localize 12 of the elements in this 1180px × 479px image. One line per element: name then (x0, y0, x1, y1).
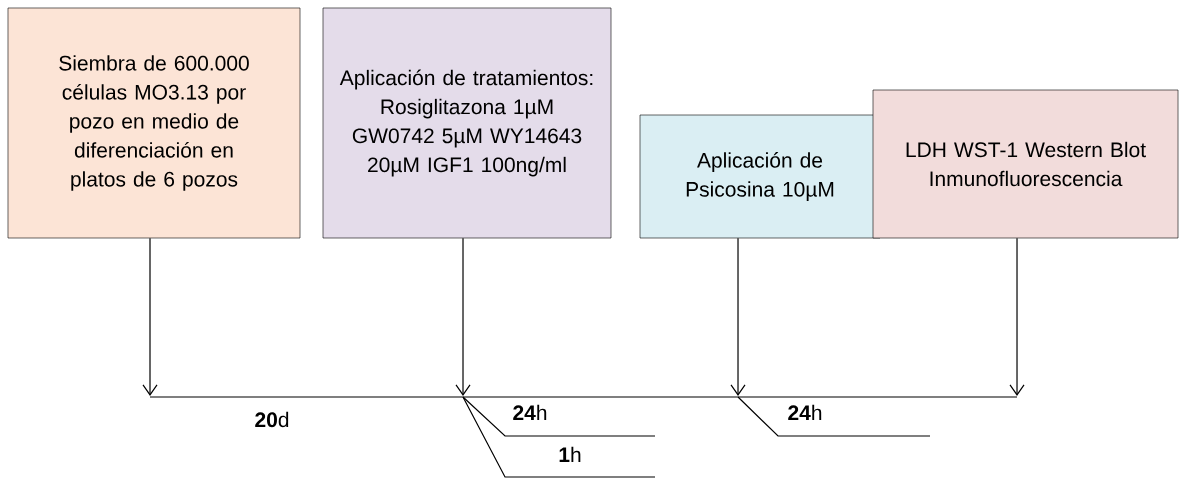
duration-label: 24h (788, 404, 822, 420)
duration-label: 20d (255, 411, 289, 428)
duration-label: 24h (513, 404, 547, 420)
process-box: LDH WST-1 Western Blot Inmunofluorescencia (872, 89, 1179, 239)
duration-label: 1h (559, 446, 581, 462)
arrow (730, 237, 746, 396)
arrow (455, 237, 471, 396)
process-box: Siembra de 600.000 células MO3.13 por pozo en medio de diferenciación en platos de 6 pozos (7, 7, 301, 239)
process-box: Aplicación de tratamientos: Rosiglitazona 1µM GW0742 5µM WY14643 20µM IGF1 100ng/ml (322, 7, 612, 239)
arrow (1009, 237, 1025, 396)
arrow (142, 237, 158, 396)
process-box: Aplicación de Psicosina 10µM (639, 114, 881, 239)
